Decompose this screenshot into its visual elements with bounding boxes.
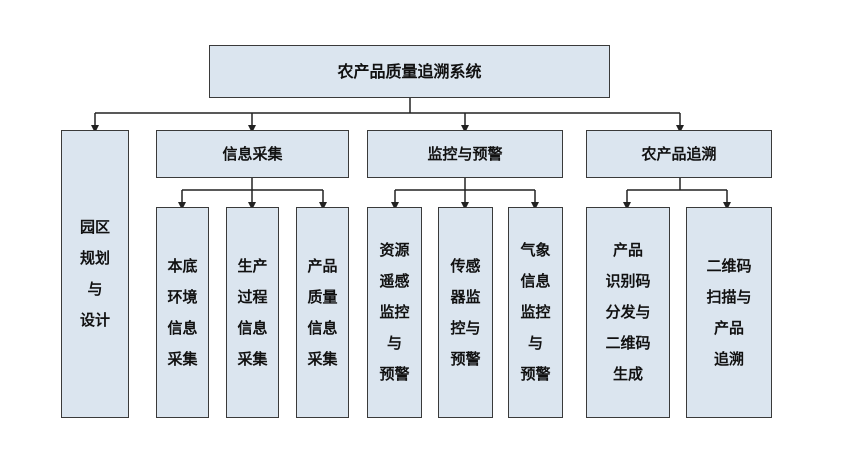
node-code-scan: 二维码 扫描与 产品 追溯 [686,207,772,418]
node-code-generation: 产品 识别码 分发与 二维码 生成 [586,207,670,418]
node-product-trace: 农产品追溯 [586,130,772,178]
node-info-collection: 信息采集 [156,130,349,178]
root-node: 农产品质量追溯系统 [209,45,610,98]
node-weather-monitor: 气象 信息 监控 与 预警 [508,207,563,418]
node-process-collect: 生产 过程 信息 采集 [226,207,279,418]
node-env-collect: 本底 环境 信息 采集 [156,207,209,418]
node-quality-collect: 产品 质量 信息 采集 [296,207,349,418]
node-park-planning: 园区 规划 与 设计 [61,130,129,418]
node-remote-sensing: 资源 遥感 监控 与 预警 [367,207,422,418]
node-sensor-monitor: 传感 器监 控与 预警 [438,207,493,418]
node-monitor-warning: 监控与预警 [367,130,563,178]
